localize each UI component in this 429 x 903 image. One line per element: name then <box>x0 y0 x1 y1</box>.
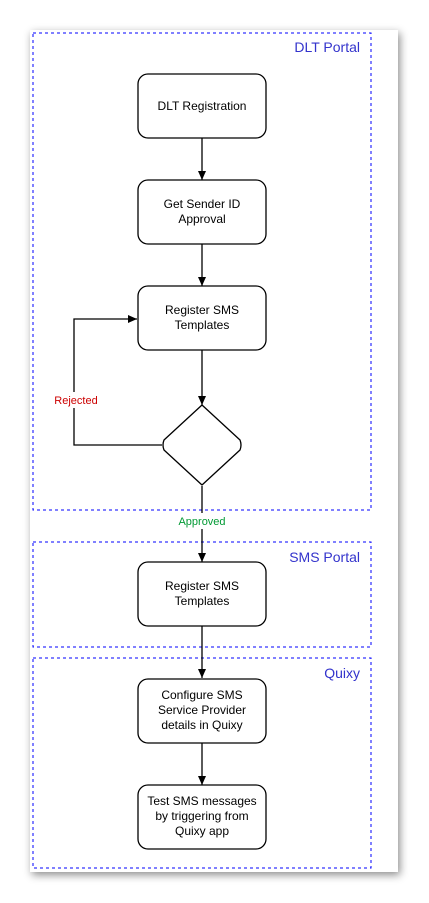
node-decision <box>162 404 242 486</box>
node-text-line: Configure SMS <box>161 688 242 702</box>
edge-label-approved: Approved <box>178 516 225 528</box>
approved-label-bg <box>174 513 230 529</box>
node-register-templates-sms: Register SMS Templates <box>137 561 267 627</box>
node-test-messages: Test SMS messages by triggering from Qui… <box>137 784 267 850</box>
node-register-templates-dlt: Register SMS Templates <box>137 285 267 351</box>
node-text-line: Templates <box>175 318 230 332</box>
node-text-line: Register SMS <box>165 579 239 593</box>
lane-label-quixy: Quixy <box>324 665 360 681</box>
node-text-line: Get Sender ID <box>164 197 241 211</box>
lane-label-dlt-portal: DLT Portal <box>294 39 360 55</box>
node-sender-id: Get Sender ID Approval <box>137 179 267 245</box>
node-text-line: Register SMS <box>165 303 239 317</box>
node-dlt-registration: DLT Registration <box>137 73 267 139</box>
node-text-line: Service Provider <box>158 703 246 717</box>
node-text-line: DLT Registration <box>158 99 247 113</box>
node-text-line: Approval <box>178 212 225 226</box>
node-text-line: Test SMS messages <box>147 794 256 808</box>
node-configure-provider: Configure SMS Service Provider details i… <box>137 678 267 744</box>
node-text-line: Quixy app <box>175 824 229 838</box>
node-text-line: by triggering from <box>155 809 248 823</box>
edge-rejected-loop <box>73 315 162 446</box>
node-text-line: Templates <box>175 594 230 608</box>
lane-label-sms-portal: SMS Portal <box>289 549 360 565</box>
edge-label-rejected: Rejected <box>54 395 97 407</box>
rejected-label-bg <box>50 392 102 408</box>
node-text-line: details in Quixy <box>161 718 242 732</box>
